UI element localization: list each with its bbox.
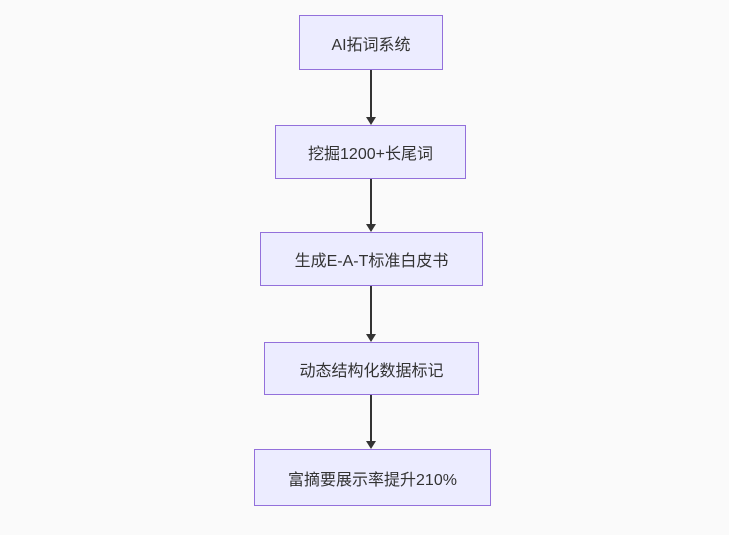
arrow-down-icon: [366, 117, 376, 125]
flowchart-node-rich-snippet-result: 富摘要展示率提升210%: [254, 449, 491, 506]
arrow-down-icon: [366, 334, 376, 342]
flow-arrow-3: [366, 286, 376, 342]
flowchart-node-eat-whitepaper: 生成E-A-T标准白皮书: [260, 232, 483, 286]
arrow-down-icon: [366, 441, 376, 449]
flowchart-node-longtail-keywords: 挖掘1200+长尾词: [275, 125, 466, 179]
node-label: 生成E-A-T标准白皮书: [294, 253, 449, 270]
arrow-line: [370, 395, 372, 442]
arrow-line: [370, 179, 372, 225]
node-label: 动态结构化数据标记: [299, 362, 444, 380]
node-label: AI拓词系统: [331, 36, 411, 54]
flow-arrow-1: [366, 70, 376, 125]
flow-arrow-4: [366, 395, 376, 449]
node-label: 挖掘1200+长尾词: [308, 146, 433, 163]
flowchart-node-structured-data: 动态结构化数据标记: [264, 342, 479, 395]
arrow-line: [370, 70, 372, 118]
arrow-line: [370, 286, 372, 335]
flowchart-node-ai-system: AI拓词系统: [299, 15, 443, 70]
arrow-down-icon: [366, 224, 376, 232]
node-label: 富摘要展示率提升210%: [288, 471, 457, 489]
flow-arrow-2: [366, 179, 376, 232]
